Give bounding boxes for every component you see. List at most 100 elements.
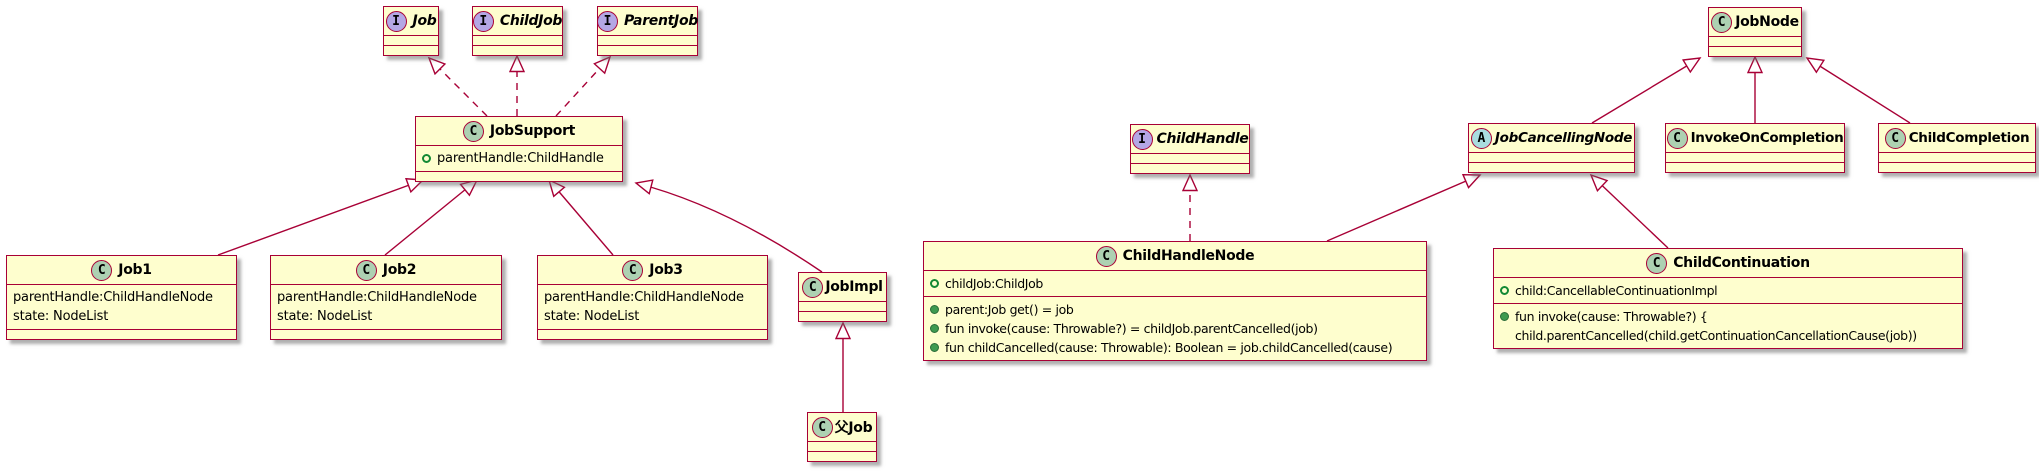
class-spot-icon: C xyxy=(1646,252,1668,274)
methods-compartment-empty xyxy=(799,311,886,321)
interface-job-header: I Job xyxy=(384,7,438,35)
interface-childhandle-name: ChildHandle xyxy=(1156,131,1249,147)
fields-compartment-empty xyxy=(799,301,886,311)
class-spot-icon: C xyxy=(1884,127,1906,149)
fields-compartment-empty xyxy=(1666,152,1844,162)
interface-childhandle[interactable]: I ChildHandle xyxy=(1130,124,1250,174)
field-row: parentHandle:ChildHandle xyxy=(422,149,616,168)
class-job3[interactable]: C Job3 parentHandle:ChildHandleNode stat… xyxy=(537,255,768,340)
interface-childjob[interactable]: I ChildJob xyxy=(472,6,563,56)
methods-compartment-empty xyxy=(1666,162,1844,172)
interface-spot-icon: I xyxy=(385,10,407,32)
class-spot-icon: C xyxy=(1666,127,1688,149)
class-spot-icon: C xyxy=(802,276,824,298)
interface-childhandle-header: I ChildHandle xyxy=(1131,125,1249,153)
class-childcontinuation[interactable]: C ChildContinuation child:CancellableCon… xyxy=(1493,248,1963,349)
methods-compartment-empty xyxy=(538,329,767,339)
methods-compartment-empty xyxy=(7,329,236,339)
abstract-jobcancellingnode[interactable]: A JobCancellingNode xyxy=(1468,123,1635,173)
field-row: childJob:ChildJob xyxy=(930,274,1420,293)
relation-jobcancellingnode-extends-jobnode xyxy=(1591,58,1700,124)
fields-compartment-empty xyxy=(473,35,562,45)
methods-compartment-empty xyxy=(598,45,697,55)
relation-job3-extends-jobsupport xyxy=(549,180,614,256)
field-text: child:CancellableContinuationImpl xyxy=(1515,283,1718,298)
field-row: state: NodeList xyxy=(544,307,761,326)
class-childhandlenode-header: C ChildHandleNode xyxy=(924,242,1426,270)
class-spot-icon: C xyxy=(1095,245,1117,267)
relation-jobsupport-implements-parentjob xyxy=(555,57,610,117)
class-jobimpl-name: JobImpl xyxy=(825,279,883,295)
class-jobnode[interactable]: C JobNode xyxy=(1708,7,1802,57)
method-visibility-icon xyxy=(930,305,939,314)
class-jobimpl-header: C JobImpl xyxy=(799,273,886,301)
fields-compartment: parentHandle:ChildHandleNode state: Node… xyxy=(7,284,236,329)
relation-childhandlenode-extends-jobcancellingnode xyxy=(1326,175,1480,242)
class-childcontinuation-name: ChildContinuation xyxy=(1673,255,1810,271)
field-visibility-icon xyxy=(1500,286,1509,295)
relation-jobsupport-implements-job xyxy=(429,58,488,117)
interface-parentjob-name: ParentJob xyxy=(623,13,699,29)
class-invokeoncompletion[interactable]: C InvokeOnCompletion xyxy=(1665,123,1845,173)
field-row: state: NodeList xyxy=(13,307,230,326)
methods-compartment-empty xyxy=(416,171,622,181)
methods-compartment-empty xyxy=(1709,46,1801,56)
fields-compartment: parentHandle:ChildHandleNode state: Node… xyxy=(271,284,501,329)
method-row: parent:Job get() = job xyxy=(930,300,1420,319)
methods-compartment-empty xyxy=(1879,162,2035,172)
abstract-jobcancellingnode-header: A JobCancellingNode xyxy=(1469,124,1634,152)
class-jobsupport[interactable]: C JobSupport parentHandle:ChildHandle xyxy=(415,116,623,182)
field-text: state: NodeList xyxy=(544,309,640,324)
class-job2[interactable]: C Job2 parentHandle:ChildHandleNode stat… xyxy=(270,255,502,340)
field-row: state: NodeList xyxy=(277,307,495,326)
class-childhandlenode[interactable]: C ChildHandleNode childJob:ChildJob pare… xyxy=(923,241,1427,361)
method-visibility-icon xyxy=(930,324,939,333)
method-row: fun childCancelled(cause: Throwable): Bo… xyxy=(930,338,1420,357)
class-jobsupport-header: C JobSupport xyxy=(416,117,622,145)
method-row: fun invoke(cause: Throwable?) { xyxy=(1500,307,1956,326)
methods-compartment: fun invoke(cause: Throwable?) { child.pa… xyxy=(1494,303,1962,348)
interface-childjob-header: I ChildJob xyxy=(472,7,562,35)
relation-childcompletion-extends-jobnode xyxy=(1807,58,1911,124)
class-job1[interactable]: C Job1 parentHandle:ChildHandleNode stat… xyxy=(6,255,237,340)
fields-compartment: child:CancellableContinuationImpl xyxy=(1494,277,1962,303)
class-jobimpl[interactable]: C JobImpl xyxy=(798,272,887,322)
class-invokeoncompletion-header: C InvokeOnCompletion xyxy=(1666,124,1844,152)
class-job1-header: C Job1 xyxy=(7,256,236,284)
abstract-jobcancellingnode-name: JobCancellingNode xyxy=(1494,130,1633,146)
fields-compartment: parentHandle:ChildHandle xyxy=(416,145,622,171)
class-job3-name: Job3 xyxy=(649,262,683,278)
fields-compartment-empty xyxy=(808,441,876,451)
class-jobnode-header: C JobNode xyxy=(1709,8,1801,36)
field-text: parentHandle:ChildHandleNode xyxy=(544,290,744,305)
interface-parentjob[interactable]: I ParentJob xyxy=(596,6,699,56)
field-text: childJob:ChildJob xyxy=(945,276,1044,291)
interface-job[interactable]: I Job xyxy=(383,6,439,56)
class-fujob-name: 父Job xyxy=(834,420,873,436)
class-childcompletion[interactable]: C ChildCompletion xyxy=(1878,123,2036,173)
abstract-spot-icon: A xyxy=(1470,127,1492,149)
class-spot-icon: C xyxy=(1711,11,1733,33)
method-row: fun invoke(cause: Throwable?) = childJob… xyxy=(930,319,1420,338)
class-jobsupport-name: JobSupport xyxy=(489,123,576,139)
class-childcontinuation-header: C ChildContinuation xyxy=(1494,249,1962,277)
fields-compartment-empty xyxy=(1131,153,1249,163)
relation-childcontinuation-extends-jobcancellingnode xyxy=(1591,175,1669,249)
class-job3-header: C Job3 xyxy=(538,256,767,284)
interface-spot-icon: I xyxy=(1131,128,1153,150)
class-childcompletion-header: C ChildCompletion xyxy=(1879,124,2035,152)
class-spot-icon: C xyxy=(355,259,377,281)
method-row-continuation: child.parentCancelled(child.getContinuat… xyxy=(1500,326,1956,345)
field-text: state: NodeList xyxy=(13,309,109,324)
fields-compartment: childJob:ChildJob xyxy=(924,270,1426,296)
class-job2-name: Job2 xyxy=(382,262,417,278)
method-text: fun invoke(cause: Throwable?) = childJob… xyxy=(945,321,1318,336)
interface-spot-icon: I xyxy=(596,10,618,32)
method-text: parent:Job get() = job xyxy=(945,302,1074,317)
class-fujob[interactable]: C 父Job xyxy=(807,412,877,462)
class-job1-name: Job1 xyxy=(118,262,152,278)
fields-compartment-empty xyxy=(384,35,438,45)
relation-job1-extends-jobsupport xyxy=(217,180,423,256)
